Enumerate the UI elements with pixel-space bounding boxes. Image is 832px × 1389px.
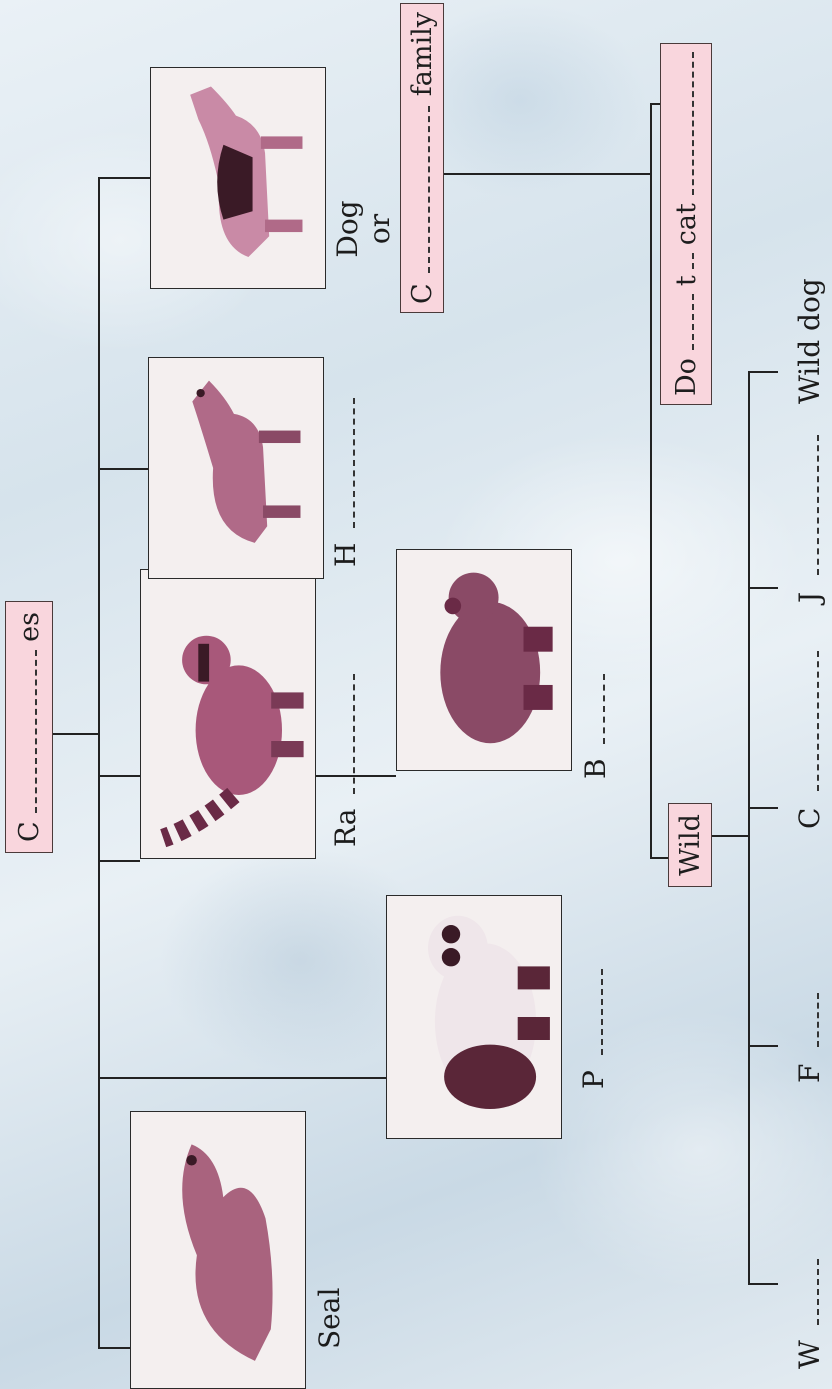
domestic-box: Do t cat: [660, 43, 712, 405]
hyena-icon: [155, 364, 317, 572]
seal-label: Seal: [316, 1288, 344, 1349]
branch-dog: [98, 178, 150, 180]
panda-photo: [386, 895, 562, 1139]
bear-photo: [396, 549, 572, 771]
wild-tick-j: [748, 588, 778, 590]
main-trunk: [98, 179, 100, 1349]
raccoon-photo: [140, 569, 316, 859]
raccoon-label: Ra: [332, 674, 360, 847]
branch-hyena: [98, 469, 148, 471]
branch-seal: [98, 1348, 130, 1350]
wild-tick-f: [748, 1046, 778, 1048]
wild-tick-dog: [748, 372, 778, 374]
wild-tick-c: [748, 808, 778, 810]
root-box: C es: [5, 601, 53, 853]
family-stem: [444, 174, 650, 176]
seal-icon: [137, 1118, 299, 1382]
root-stem: [53, 734, 98, 736]
wild-trunk: [748, 371, 750, 1285]
hyena-label: H: [332, 398, 360, 567]
dog-photo: [150, 67, 326, 289]
panda-label: P: [580, 969, 608, 1089]
wild-leaf-f: F: [796, 993, 824, 1083]
wild-leaf-j: J: [796, 435, 824, 603]
wild-leaf-w: W: [796, 1259, 824, 1369]
branch-panda: [98, 1078, 386, 1080]
bear-icon: [403, 556, 565, 764]
wild-leaf-wild-dog: Wild dog: [796, 278, 824, 404]
seal-photo: [130, 1111, 306, 1389]
panda-icon: [393, 902, 555, 1132]
wild-box: Wild: [668, 803, 712, 887]
dog-icon: [157, 74, 319, 282]
hyena-photo: [148, 357, 324, 579]
bear-label: B: [582, 674, 610, 779]
wild-leaf-c: C: [796, 651, 824, 829]
wild-tick-w: [748, 1284, 778, 1286]
branch-raccoon: [98, 861, 140, 863]
split-top-tick: [650, 104, 660, 106]
wild-stem: [712, 836, 748, 838]
raccoon-icon: [147, 576, 309, 852]
split-line: [650, 103, 652, 859]
dog-label: Dog or: [332, 189, 396, 269]
family-box: C family: [400, 3, 444, 313]
